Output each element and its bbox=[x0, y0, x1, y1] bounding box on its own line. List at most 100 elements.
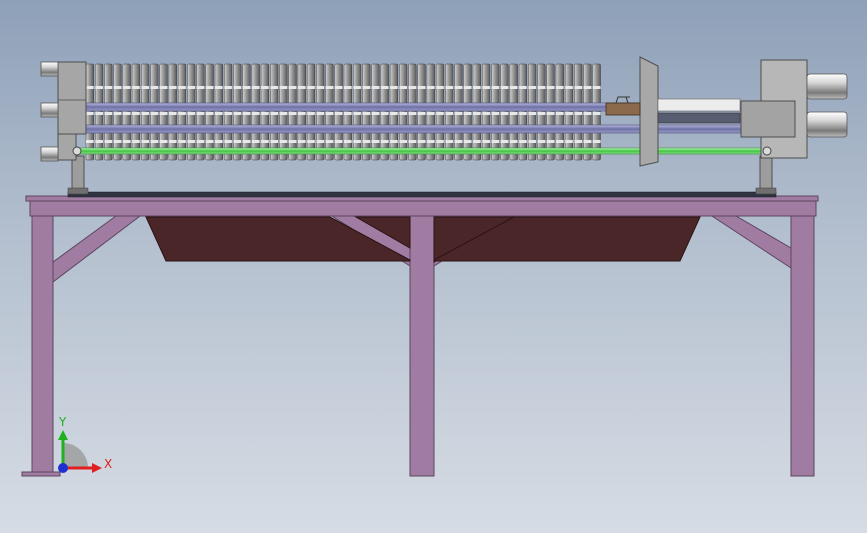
filter-plate-band bbox=[390, 112, 398, 115]
filter-plate-band bbox=[509, 112, 518, 115]
filter-plate-band bbox=[104, 112, 113, 115]
filter-plate-band bbox=[279, 86, 288, 89]
filter-plate-band bbox=[307, 86, 315, 89]
filter-plate-band bbox=[353, 86, 361, 89]
filter-plate-band bbox=[519, 86, 527, 89]
z-axis-dot bbox=[58, 463, 68, 473]
filter-plate-band bbox=[159, 140, 168, 143]
filter-plate-band bbox=[325, 140, 334, 143]
filter-plate-band bbox=[344, 112, 352, 115]
filter-plate-band bbox=[399, 140, 407, 143]
filter-plate-band bbox=[546, 86, 555, 89]
filter-plate-band bbox=[463, 112, 472, 115]
filter-plate-band bbox=[113, 112, 122, 115]
filter-plate-band bbox=[482, 86, 490, 89]
filter-plate-band bbox=[555, 86, 564, 89]
filter-plate-band bbox=[288, 140, 297, 143]
filter-plate-band bbox=[491, 140, 500, 143]
filter-plate-band bbox=[445, 112, 454, 115]
filter-plate-band bbox=[233, 86, 242, 89]
filter-plate-band bbox=[426, 86, 435, 89]
filter-plate-band bbox=[307, 140, 315, 143]
frame-leg-right bbox=[790, 215, 815, 477]
filter-plate-band bbox=[436, 140, 444, 143]
filter-plate-band bbox=[242, 140, 251, 143]
filter-plate-band bbox=[150, 86, 159, 89]
filter-plate-band bbox=[279, 112, 288, 115]
filter-plate-band bbox=[454, 86, 463, 89]
filter-plate-band bbox=[362, 112, 371, 115]
base-rail bbox=[67, 191, 777, 198]
filter-plate-band bbox=[316, 112, 325, 115]
inlet-port bbox=[40, 102, 59, 118]
filter-plate-band bbox=[224, 140, 232, 143]
filter-plate-band bbox=[205, 140, 214, 143]
filter-plate-band bbox=[408, 140, 417, 143]
filter-plate-band bbox=[297, 112, 306, 115]
filter-plate-band bbox=[380, 86, 389, 89]
filter-plate-band bbox=[408, 112, 417, 115]
filter-plate-band bbox=[353, 140, 361, 143]
filter-plate-band bbox=[95, 86, 103, 89]
filter-plate-band bbox=[113, 86, 122, 89]
left-support-post bbox=[71, 155, 85, 193]
filter-plate-band bbox=[224, 86, 232, 89]
filter-plate-band bbox=[574, 112, 583, 115]
filter-plate-band bbox=[325, 112, 334, 115]
filter-plate-band bbox=[132, 112, 140, 115]
filter-plate-band bbox=[537, 86, 546, 89]
filter-plate-band bbox=[583, 140, 592, 143]
filter-plate-band bbox=[519, 112, 527, 115]
filter-plate-band bbox=[141, 140, 149, 143]
filter-plate-band bbox=[270, 140, 278, 143]
filter-plate-band bbox=[242, 112, 251, 115]
filter-plate-band bbox=[122, 112, 131, 115]
filter-plate-band bbox=[555, 140, 564, 143]
filter-plate-band bbox=[334, 112, 343, 115]
filter-plate-band bbox=[555, 112, 564, 115]
filter-plate-band bbox=[574, 140, 583, 143]
inlet-port bbox=[40, 146, 59, 162]
filter-plate-band bbox=[86, 86, 94, 89]
filter-plate-band bbox=[334, 86, 343, 89]
filter-plate-band bbox=[426, 140, 435, 143]
filter-plate-band bbox=[307, 112, 315, 115]
filter-plate-band bbox=[187, 86, 196, 89]
filter-plate-band bbox=[528, 86, 536, 89]
filter-plate-band bbox=[205, 112, 214, 115]
filter-plate-band bbox=[122, 140, 131, 143]
filter-plate-band bbox=[445, 140, 454, 143]
pressing-plate bbox=[639, 56, 659, 167]
filter-plate-band bbox=[95, 140, 103, 143]
filter-plate-band bbox=[528, 140, 536, 143]
filter-plate-band bbox=[86, 112, 94, 115]
filter-plate-band bbox=[371, 86, 380, 89]
filter-plate-band bbox=[426, 112, 435, 115]
filter-plate-band bbox=[509, 140, 518, 143]
filter-plate-band bbox=[261, 140, 269, 143]
filter-plate-band bbox=[399, 86, 407, 89]
filter-plate-band bbox=[196, 112, 205, 115]
filter-plate-band bbox=[546, 140, 555, 143]
filter-plate-band bbox=[344, 86, 352, 89]
filter-plate-band bbox=[270, 86, 278, 89]
filter-plate-band bbox=[159, 86, 168, 89]
filter-plate-band bbox=[491, 86, 500, 89]
filter-plate-band bbox=[436, 112, 444, 115]
filter-plate-band bbox=[592, 140, 601, 143]
tie-rod bbox=[69, 147, 773, 155]
filter-plate-band bbox=[445, 86, 454, 89]
filter-plate-band bbox=[473, 112, 481, 115]
filter-plate-band bbox=[251, 112, 260, 115]
filter-plate-band bbox=[380, 140, 389, 143]
hydraulic-cylinder bbox=[740, 59, 848, 159]
filter-plate-band bbox=[251, 140, 260, 143]
filter-plate-band bbox=[224, 112, 232, 115]
filter-plate-band bbox=[233, 112, 242, 115]
filter-plate-band bbox=[261, 86, 269, 89]
filter-plate-band bbox=[528, 112, 536, 115]
filter-plate-band bbox=[537, 140, 546, 143]
filter-plate-band bbox=[196, 86, 205, 89]
